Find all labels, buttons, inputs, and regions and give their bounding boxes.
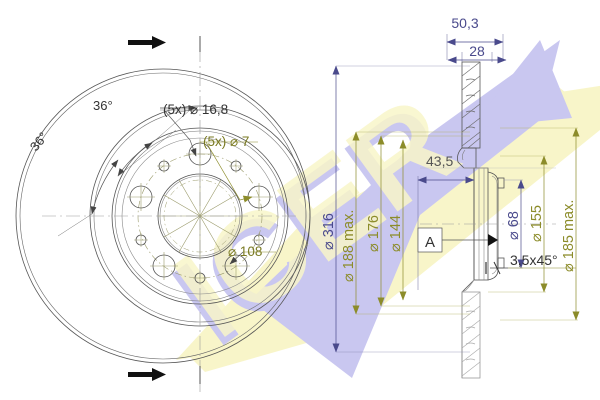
angle-arc-lower <box>90 159 119 215</box>
section-letter-arrowhead <box>488 234 498 246</box>
bolt-hole-small <box>252 233 266 247</box>
leader-108-arrow <box>229 251 244 265</box>
bolt-hole-large <box>222 252 250 280</box>
icer-watermark: ICER ICER <box>149 40 600 378</box>
dim-outer-diameter-label: ⌀ 316 <box>321 213 337 250</box>
vertical-dim-left-group <box>332 65 470 353</box>
callout-bolt-circle-label: ⌀ 108 <box>228 244 262 259</box>
callout-leaders <box>160 109 276 265</box>
dim-inner-diameter-label: ⌀ 176 <box>366 215 382 252</box>
bolt-hole-small <box>229 159 243 173</box>
chamfer-note-label: 3,5x45° <box>510 252 558 268</box>
angle-ext-2 <box>117 129 177 177</box>
hatch-bottom <box>461 291 481 377</box>
angle-ext-1 <box>151 109 191 144</box>
angle-upper-label: 36° <box>93 98 113 113</box>
leader-16-8 <box>163 109 197 157</box>
section-letter-marker <box>417 227 498 253</box>
flange-step-top <box>497 177 505 189</box>
hatch-top <box>461 61 481 149</box>
dim-max-envelope-label: ⌀ 188 max. <box>341 210 357 282</box>
flange-profile-inner <box>491 175 498 275</box>
section-arrow-top <box>128 36 166 49</box>
section-letter-label: A <box>425 234 435 251</box>
friction-slab-bottom <box>461 291 481 379</box>
bolt-hole-small <box>157 159 171 173</box>
chamfer-cross <box>493 261 501 275</box>
hat-transition-bottom <box>461 279 475 293</box>
flange-profile <box>487 171 499 281</box>
vertical-dim-right-group <box>488 127 580 321</box>
callout-bolt-hole-large-label: (5x) ⌀ 16,8 <box>163 102 228 117</box>
section-letter-box <box>417 227 443 253</box>
front-view <box>15 36 311 392</box>
vane-marks-top <box>465 78 476 129</box>
callout-bolt-hole-small-label: (5x) ⌀ 7 <box>203 134 249 149</box>
angle-arc-upper <box>117 142 153 177</box>
bolt-hole-large <box>150 252 178 280</box>
angle-ext-3 <box>57 213 93 237</box>
angle-dimension-group <box>57 105 197 237</box>
dim-hat-diameter-label: ⌀ 155 <box>529 205 545 242</box>
chamfer-note-group <box>485 261 576 275</box>
section-arrow-bottom <box>128 368 166 381</box>
dim-bore-diameter-label: ⌀ 68 <box>506 211 522 240</box>
hat-transition-top-inner <box>462 149 466 161</box>
dim-max-hub-envelope-label: ⌀ 185 max. <box>561 200 577 272</box>
dim-hat-height-label: 28 <box>469 43 485 59</box>
bolt-hole-small-group <box>134 159 266 285</box>
dim-offset-label: 43,5 <box>426 153 453 169</box>
dim-overall-width-label: 50,3 <box>451 15 478 31</box>
centre-spoke-fan <box>158 174 242 258</box>
bolt-hole-small <box>134 233 148 247</box>
dim-hub-diameter-label: ⌀ 144 <box>388 215 404 252</box>
bolt-hole-large <box>127 183 155 211</box>
angle-lower-label: 36° <box>27 129 51 154</box>
leader-7 <box>205 141 253 203</box>
vane-marks-bottom <box>465 310 476 361</box>
flange-step-bottom <box>497 257 505 269</box>
